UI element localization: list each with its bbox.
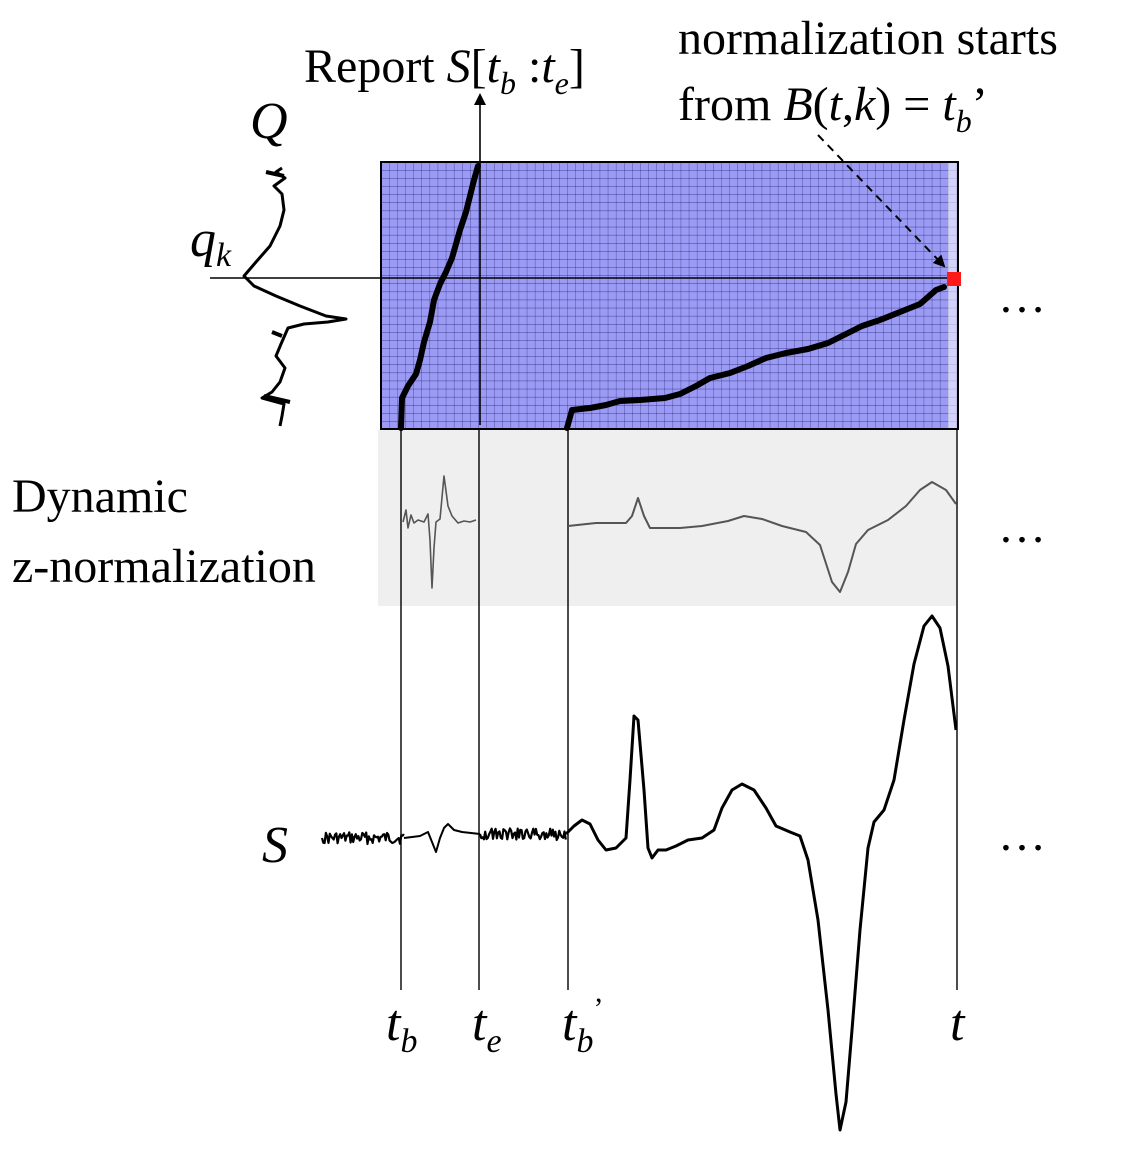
normalized-signals — [402, 475, 957, 593]
dtw-matrix — [380, 161, 959, 430]
tick-label-tb: tb — [386, 995, 417, 1060]
stream-label: S — [262, 817, 288, 874]
ellipsis-panel: … — [998, 500, 1046, 553]
query-signal — [242, 166, 348, 427]
warping-path-2 — [564, 284, 947, 431]
normalization-panel — [378, 430, 956, 606]
query-label: Q — [250, 93, 288, 150]
warping-path-1 — [398, 163, 481, 431]
normalization-start-cell — [947, 272, 961, 286]
tick-label-te: te — [472, 995, 502, 1060]
report-label: Report S[tb :te] — [304, 40, 585, 101]
stream-signal — [320, 614, 958, 1132]
panel-label-line-2: z-normalization — [12, 540, 316, 593]
annotation-line-1: normalization starts — [678, 12, 1058, 65]
tick-label-tb-prime: tb’ — [562, 992, 603, 1060]
query-point-label: qk — [190, 211, 232, 274]
tick-label-t: t — [950, 995, 966, 1052]
ellipsis-matrix: … — [998, 270, 1046, 323]
annotation-line-2: from B(t,k) = tb’ — [678, 78, 988, 139]
panel-label-line-1: Dynamic — [12, 470, 188, 523]
normalization-start-arrow — [817, 134, 946, 268]
ellipsis-stream: … — [998, 808, 1046, 861]
